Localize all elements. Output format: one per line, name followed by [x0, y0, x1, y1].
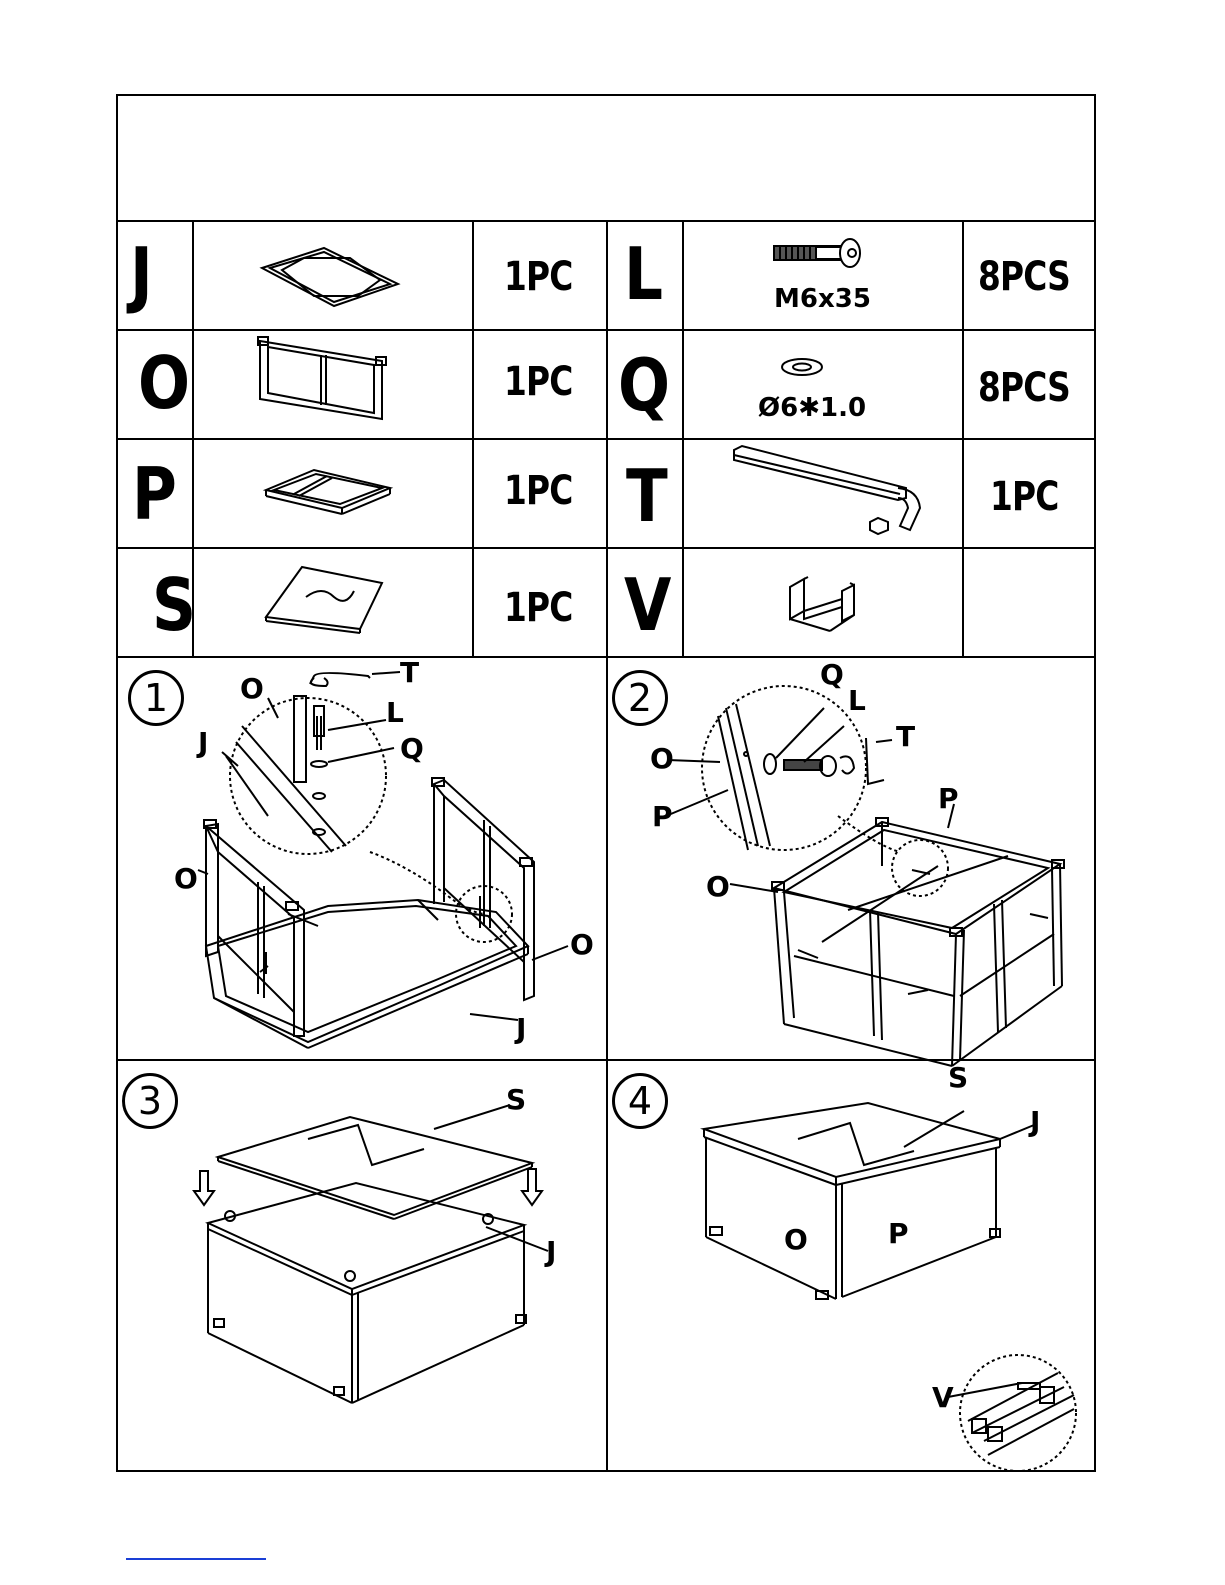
callout-label: L [386, 696, 404, 729]
callout-label: J [198, 726, 208, 759]
part-quantity: 8PCS [978, 254, 1070, 300]
callout-label: O [174, 862, 198, 895]
callout-label: J [516, 1012, 526, 1045]
parts-row: O 1PC Q Ø6✱1.0 8PCS [118, 329, 1094, 440]
step-1-panel: 1 [118, 656, 606, 1059]
step-3-diagram [118, 1061, 606, 1472]
callout-label: J [546, 1235, 556, 1268]
callout-label: O [784, 1223, 808, 1256]
callout-label: O [650, 742, 674, 775]
step-1-diagram [118, 656, 606, 1059]
step-3-panel: 3 [118, 1061, 606, 1472]
parts-row: J 1PC L M6x35 8PCS [118, 220, 1094, 331]
callout-label: O [570, 928, 594, 961]
callout-label: P [888, 1217, 909, 1250]
callout-label: S [506, 1083, 526, 1116]
step-2-panel: 2 [608, 656, 1094, 1059]
part-quantity: 1PC [990, 474, 1058, 520]
sheet-header [118, 96, 1094, 222]
parts-row: S 1PC V [118, 547, 1094, 658]
callout-label: L [848, 684, 866, 717]
callout-label: O [706, 870, 730, 903]
part-spec: Ø6✱1.0 [758, 393, 866, 423]
part-quantity: 8PCS [978, 365, 1070, 411]
allen-key-icon [118, 438, 1094, 547]
step-4-diagram [608, 1061, 1094, 1472]
callout-label: Q [820, 658, 844, 691]
callout-label: J [1030, 1105, 1040, 1138]
part-spec: M6x35 [774, 284, 871, 314]
callout-label: O [240, 672, 264, 705]
callout-label: P [938, 782, 959, 815]
instruction-sheet: J 1PC L M6x35 8PCS [116, 94, 1096, 1472]
clip-icon [118, 547, 1094, 656]
callout-label: S [948, 1061, 968, 1094]
callout-label: V [932, 1381, 954, 1414]
assembly-steps: 1 [118, 656, 1094, 1472]
footer-link-underline [126, 1558, 266, 1560]
parts-row: P 1PC T [118, 438, 1094, 549]
callout-label: T [400, 656, 419, 689]
bolt-icon [118, 220, 1094, 329]
washer-icon [118, 329, 1094, 438]
callout-label: T [896, 720, 915, 753]
callout-label: P [652, 800, 673, 833]
step-4-panel: 4 [608, 1061, 1094, 1472]
callout-label: Q [400, 732, 424, 765]
